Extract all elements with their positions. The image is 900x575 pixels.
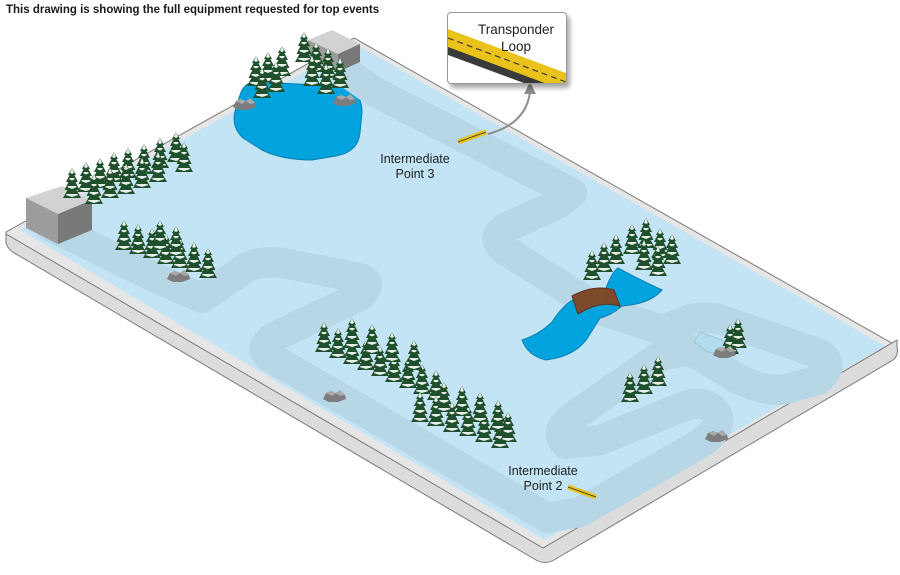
bridge-icon	[571, 287, 621, 315]
race-track	[35, 51, 828, 533]
label-line: Intermediate	[380, 152, 450, 166]
callout-arrow	[487, 91, 531, 135]
callout-title-line: Loop	[500, 39, 532, 54]
lake	[233, 81, 363, 161]
label-line: Intermediate	[508, 464, 578, 478]
arrow-head	[524, 82, 536, 94]
label-line: Point 3	[395, 167, 435, 181]
transponder-loop-icon	[448, 23, 566, 83]
label-intermediate-point-2: Intermediate Point 2	[488, 464, 598, 494]
diagram-caption: This drawing is showing the full equipme…	[6, 4, 380, 16]
callout-title-line: Transponder	[477, 22, 555, 37]
label-intermediate-point-3: Intermediate Point 3	[360, 152, 470, 182]
callout-title: Transponder Loop	[468, 21, 564, 55]
transponder-loop-icon	[457, 129, 597, 500]
transponder-loop-callout: Transponder Loop	[447, 12, 567, 84]
label-line: Point 2	[523, 479, 563, 493]
